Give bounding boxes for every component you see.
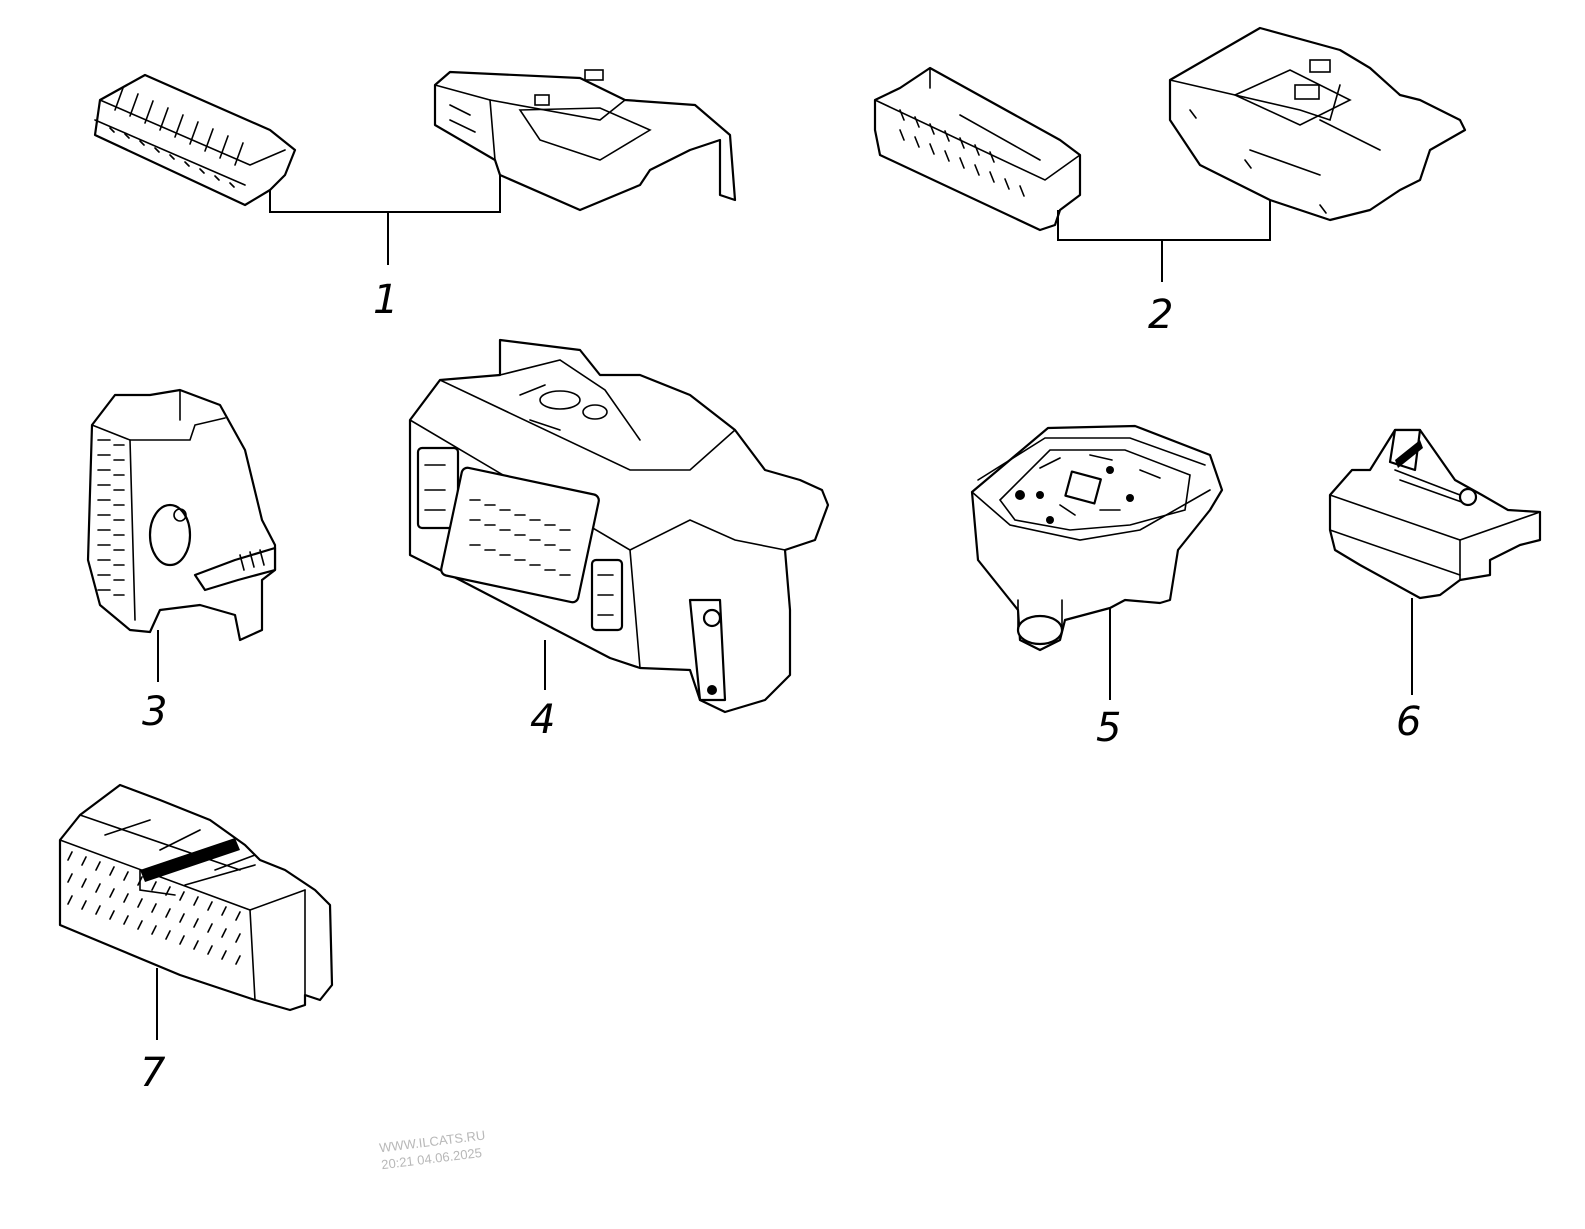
- part-2-connector-pair[interactable]: [873, 26, 1467, 282]
- part-5-relay-socket[interactable]: [970, 424, 1224, 700]
- callout-4: 4: [530, 697, 555, 743]
- callout-3: 3: [142, 689, 167, 735]
- part-4-connector-housing[interactable]: [408, 338, 830, 714]
- part-3-connector[interactable]: [86, 388, 277, 682]
- callout-1: 1: [373, 277, 398, 323]
- part-7-connector[interactable]: [58, 783, 334, 1040]
- part-1-connector-pair[interactable]: [93, 69, 737, 265]
- callout-6: 6: [1396, 699, 1421, 745]
- part-6-connector[interactable]: [1328, 428, 1542, 695]
- callout-2: 2: [1148, 292, 1173, 338]
- callout-7: 7: [140, 1050, 166, 1096]
- callout-5: 5: [1096, 705, 1121, 751]
- watermark: WWW.ILCATS.RU 20:21 04.06.2025: [378, 1127, 486, 1172]
